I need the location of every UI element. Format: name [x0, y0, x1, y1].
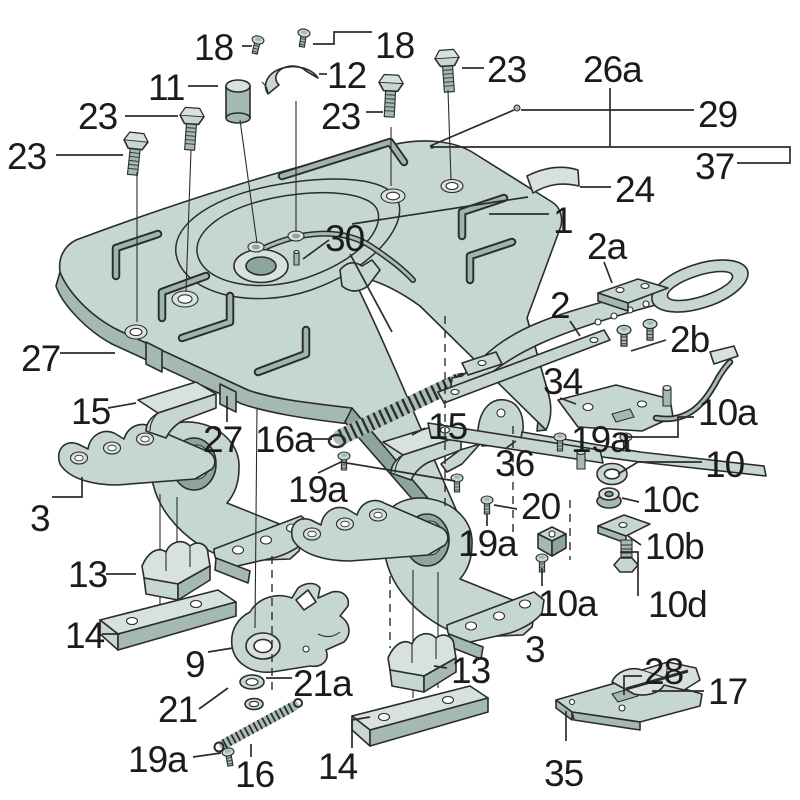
- callout-17: 17: [708, 671, 747, 712]
- callout-13-right: 13: [451, 650, 490, 691]
- part-24-strip: [526, 166, 580, 194]
- callout-14-left: 14: [65, 615, 105, 656]
- part-23-bolt-2: [176, 106, 206, 152]
- part-12-half-ring: [261, 65, 319, 95]
- part-21a-washer: [239, 674, 265, 690]
- part-27-tab-left: [145, 341, 163, 373]
- leader-lines: [52, 31, 791, 758]
- part-21-washer: [244, 697, 264, 711]
- part-10c-grommet: [596, 487, 622, 509]
- part-2b-bolt-1: [616, 324, 632, 347]
- part-13-block-left: [141, 540, 211, 601]
- part-2b-bolt-2: [642, 318, 658, 341]
- dashed-axes: [271, 316, 571, 696]
- part-18-screw-right: [295, 27, 312, 49]
- callout-18-right: 18: [375, 25, 414, 66]
- callout-26a: 26a: [583, 49, 643, 90]
- callout-2b: 2b: [670, 319, 710, 360]
- callout-14-right: 14: [318, 746, 358, 787]
- callout-15-right: 15: [428, 406, 468, 447]
- callout-19a-4: 19a: [128, 739, 188, 780]
- part-28-clip: [611, 661, 701, 696]
- part-19a-screw-2: [337, 451, 351, 471]
- callout-3-right: 3: [525, 629, 545, 670]
- callout-11: 11: [148, 67, 184, 108]
- callout-10: 10: [705, 444, 745, 485]
- callout-23-1: 23: [7, 136, 46, 177]
- part-10d-bolt: [613, 539, 639, 573]
- callout-19a-2: 19a: [288, 469, 348, 510]
- callout-15-left: 15: [71, 391, 111, 432]
- callout-21: 21: [158, 689, 197, 730]
- part-10b-plate: [597, 514, 651, 544]
- part-16-spring: [213, 698, 303, 753]
- part-23-bolt-4: [433, 48, 463, 94]
- callout-19a-3: 19a: [458, 523, 518, 564]
- part-13-block-right: [387, 632, 457, 693]
- part-30-pin: [293, 249, 300, 266]
- callout-16: 16: [235, 754, 274, 795]
- callout-27-left: 27: [21, 338, 60, 379]
- callout-12: 12: [327, 55, 366, 96]
- callout-35: 35: [544, 753, 584, 794]
- callout-23-3: 23: [321, 96, 360, 137]
- callout-labels: 1 2 2a 2b 3 3 9 10 10a 10a 10b 10c 10d 1…: [7, 25, 759, 795]
- callout-28: 28: [644, 651, 683, 692]
- callout-19a-1: 19a: [571, 419, 631, 460]
- callout-30: 30: [325, 218, 365, 259]
- part-14-plate-left: [99, 589, 237, 651]
- callout-27-right: 27: [203, 419, 242, 460]
- part-20-cube-nut: [537, 526, 567, 557]
- part-19a-screw-3: [450, 473, 464, 493]
- callout-10a-lower: 10a: [538, 583, 598, 624]
- callout-10b: 10b: [645, 526, 704, 567]
- part-9-lock-jaw: [230, 582, 350, 673]
- plate-lock-notch: [339, 259, 381, 292]
- callout-2a: 2a: [587, 226, 628, 267]
- callout-24: 24: [615, 169, 655, 210]
- part-2-release-handle: [449, 259, 749, 395]
- part-27-tab-right: [219, 383, 237, 413]
- plate-holes: [124, 178, 464, 340]
- callout-1: 1: [553, 200, 573, 241]
- callout-34: 34: [543, 361, 583, 402]
- callout-29: 29: [698, 94, 737, 135]
- part-20-screw: [480, 495, 494, 515]
- callout-20: 20: [521, 486, 561, 527]
- callout-13-left: 13: [68, 554, 107, 595]
- callout-3-left: 3: [30, 498, 50, 539]
- part-23-bolt-3: [376, 73, 405, 119]
- callout-10c: 10c: [642, 479, 699, 520]
- part-11-pin: [225, 79, 251, 124]
- callout-10a-upper: 10a: [698, 392, 758, 433]
- callout-9: 9: [185, 644, 205, 685]
- part-23-bolt-1: [119, 130, 150, 177]
- callout-21a: 21a: [293, 663, 353, 704]
- part-18-screw-left: [248, 34, 266, 56]
- callout-10d: 10d: [648, 584, 707, 625]
- callout-37: 37: [695, 146, 734, 187]
- callout-18-left: 18: [194, 27, 233, 68]
- callout-2: 2: [550, 285, 570, 326]
- callout-23-2: 23: [78, 96, 117, 137]
- callout-36: 36: [495, 443, 534, 484]
- callout-16a: 16a: [255, 419, 315, 460]
- callout-23-4: 23: [487, 49, 526, 90]
- part-2a-plate: [597, 278, 669, 312]
- part-14-plate-right: [351, 685, 489, 747]
